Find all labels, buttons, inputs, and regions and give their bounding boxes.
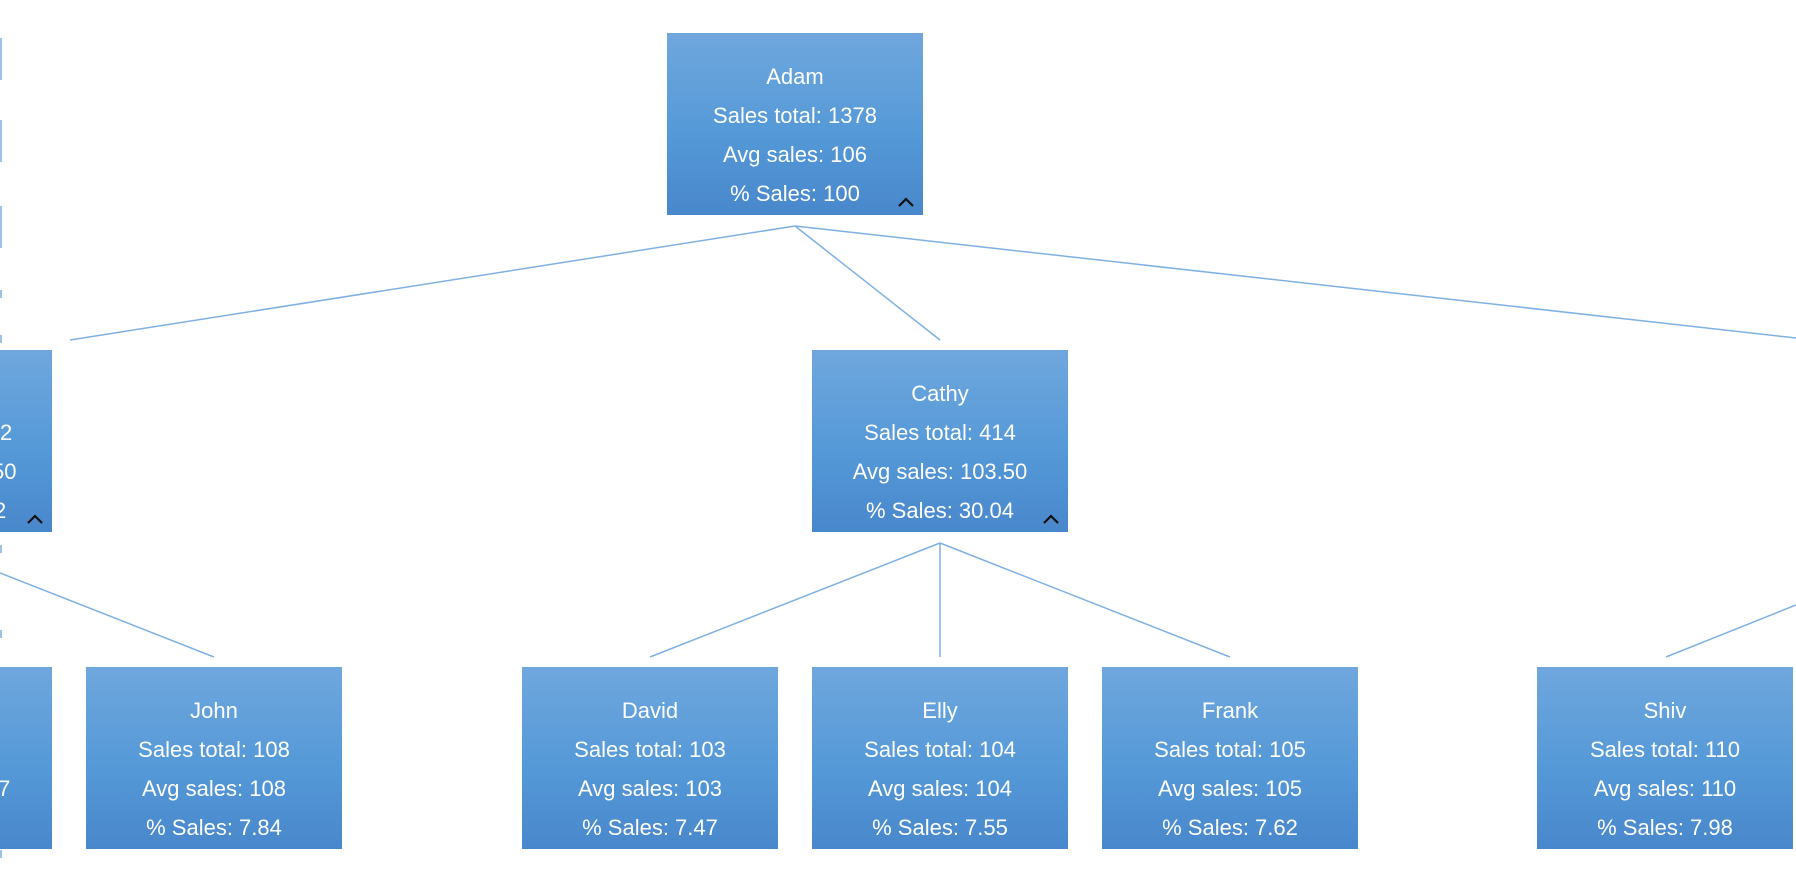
node-sales-total: Sales total: 1378 (713, 103, 877, 128)
node-pct-sales: % Sales: 7.47 (582, 815, 718, 840)
offscreen-node-edge (0, 206, 2, 248)
node-name: Cathy (911, 381, 969, 406)
node-pct-sales: 2 (0, 498, 7, 523)
offscreen-node-edge (0, 335, 2, 343)
org-node-partial-bottom-left[interactable]: 7 (0, 667, 52, 849)
node-sales-total: 2 (0, 420, 13, 445)
chevron-up-icon[interactable] (1040, 510, 1062, 528)
connector-left-john (0, 572, 215, 658)
node-name: Frank (1201, 698, 1259, 723)
connector-right-shiv (1665, 604, 1796, 658)
offscreen-node-edge (0, 38, 2, 80)
offscreen-node-edge (0, 120, 2, 162)
org-node-adam[interactable]: Adam Sales total: 1378 Avg sales: 106 % … (667, 33, 923, 215)
node-sales-total: Sales total: 414 (864, 420, 1016, 445)
node-name (0, 374, 20, 413)
offscreen-node-edge (0, 630, 2, 638)
node-avg-sales: Avg sales: 105 (1158, 776, 1302, 801)
offscreen-node-edge (0, 850, 2, 858)
org-node-cathy[interactable]: Cathy Sales total: 414 Avg sales: 103.50… (812, 350, 1068, 532)
node-sales-total: Sales total: 110 (1589, 737, 1741, 762)
node-avg-sales: Avg sales: 103 (578, 776, 722, 801)
org-node-partial-left[interactable]: 2 50 2 (0, 350, 52, 532)
node-avg-sales: 7 (0, 776, 11, 801)
node-sales-total (0, 730, 52, 769)
node-avg-sales: 50 (0, 459, 17, 484)
node-name: Elly (922, 698, 958, 723)
org-node-frank[interactable]: Frank Sales total: 105 Avg sales: 105 % … (1102, 667, 1358, 849)
node-pct-sales: % Sales: 100 (730, 181, 860, 206)
node-name (0, 691, 52, 730)
node-sales-total: Sales total: 104 (864, 737, 1016, 762)
offscreen-node-edge (0, 545, 2, 553)
node-sales-total: Sales total: 105 (1154, 737, 1306, 762)
node-avg-sales: Avg sales: 103.50 (852, 459, 1028, 484)
connector-cathy-frank (939, 542, 1231, 658)
org-node-shiv[interactable]: Shiv Sales total: 110 Avg sales: 110 % S… (1537, 667, 1793, 849)
org-node-david[interactable]: David Sales total: 103 Avg sales: 103 % … (522, 667, 778, 849)
node-avg-sales: Avg sales: 110 (1593, 776, 1737, 801)
chevron-up-icon[interactable] (895, 193, 917, 211)
node-avg-sales: Avg sales: 106 (723, 142, 867, 167)
node-pct-sales: % Sales: 7.98 (1597, 815, 1733, 840)
connector-cathy-david (649, 542, 941, 658)
node-pct-sales: % Sales: 7.84 (146, 815, 282, 840)
node-pct-sales (0, 808, 52, 847)
node-name: John (190, 698, 238, 723)
connector-adam-left (69, 225, 796, 341)
connector-adam-cathy (794, 225, 941, 341)
node-name: Adam (766, 64, 824, 89)
node-sales-total: Sales total: 103 (574, 737, 726, 762)
chevron-up-icon[interactable] (24, 510, 46, 528)
node-sales-total: Sales total: 108 (138, 737, 290, 762)
node-avg-sales: Avg sales: 108 (142, 776, 286, 801)
node-pct-sales: % Sales: 7.55 (872, 815, 1008, 840)
node-name: David (621, 698, 679, 723)
offscreen-node-edge (0, 290, 2, 298)
node-pct-sales: % Sales: 30.04 (866, 498, 1014, 523)
org-node-john[interactable]: John Sales total: 108 Avg sales: 108 % S… (86, 667, 342, 849)
connector-adam-right (794, 225, 1796, 339)
node-pct-sales: % Sales: 7.62 (1162, 815, 1298, 840)
node-avg-sales: Avg sales: 104 (868, 776, 1012, 801)
org-node-elly[interactable]: Elly Sales total: 104 Avg sales: 104 % S… (812, 667, 1068, 849)
node-name: Shiv (1643, 698, 1687, 723)
